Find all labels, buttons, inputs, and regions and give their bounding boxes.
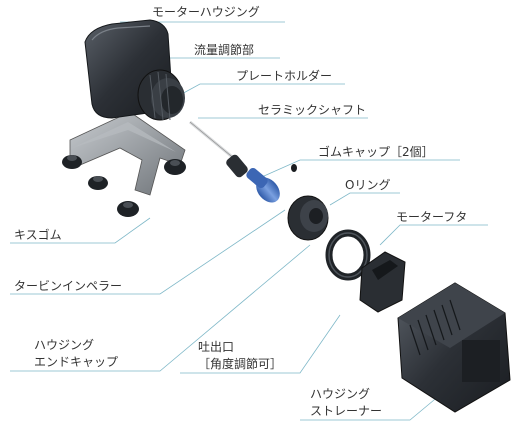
mounting-plate bbox=[69, 111, 186, 196]
label-ceramic-shaft: セラミックシャフト bbox=[258, 103, 367, 117]
label-outlet-line1: 吐出口 bbox=[198, 340, 235, 354]
motor-lid-part bbox=[359, 251, 406, 313]
leader-strainer bbox=[300, 394, 441, 421]
label-o-ring: Oリング bbox=[345, 178, 391, 192]
label-turbine-impeller: タービンインペラー bbox=[14, 279, 123, 293]
label-housing-strainer-line2: ストレーナー bbox=[310, 404, 383, 418]
label-housing-end-cap-line2: エンドキャップ bbox=[34, 355, 119, 369]
leader-o-ring bbox=[329, 192, 400, 206]
label-housing-end-cap-line1: ハウジング bbox=[34, 338, 95, 352]
o-ring-part bbox=[325, 229, 371, 281]
leader-suction-cups bbox=[10, 217, 151, 244]
turbine-impeller-part bbox=[226, 154, 280, 203]
leader-lines bbox=[10, 21, 488, 421]
leader-end-cap bbox=[10, 244, 311, 372]
housing-end-cap-part bbox=[287, 195, 329, 241]
motor-housing-part bbox=[84, 19, 185, 121]
leader-motor-lid bbox=[379, 224, 488, 246]
housing-strainer-part bbox=[397, 282, 511, 413]
label-housing-strainer-line1: ハウジング bbox=[310, 387, 371, 401]
label-housing-strainer: ハウジング ストレーナー bbox=[310, 386, 382, 420]
rubber-cap-part bbox=[291, 164, 297, 172]
label-housing-end-cap: ハウジング エンドキャップ bbox=[34, 337, 118, 371]
label-outlet-line2: ［角度調節可］ bbox=[198, 357, 283, 371]
leader-turbine bbox=[10, 209, 286, 295]
label-suction-cups: キスゴム bbox=[14, 228, 62, 242]
leader-plate-holder bbox=[177, 83, 345, 97]
suction-cup-icons bbox=[62, 155, 186, 217]
leader-outlet bbox=[180, 314, 341, 374]
label-plate-holder: プレートホルダー bbox=[236, 69, 333, 83]
label-motor-lid: モーターフタ bbox=[396, 210, 468, 224]
label-rubber-cap: ゴムキャップ［2個］ bbox=[318, 145, 434, 159]
leader-rubber-cap bbox=[254, 159, 460, 181]
label-motor-housing: モーターハウジング bbox=[152, 5, 260, 19]
label-outlet: 吐出口 ［角度調節可］ bbox=[198, 339, 282, 373]
label-flow-adjuster: 流量調節部 bbox=[194, 43, 255, 57]
